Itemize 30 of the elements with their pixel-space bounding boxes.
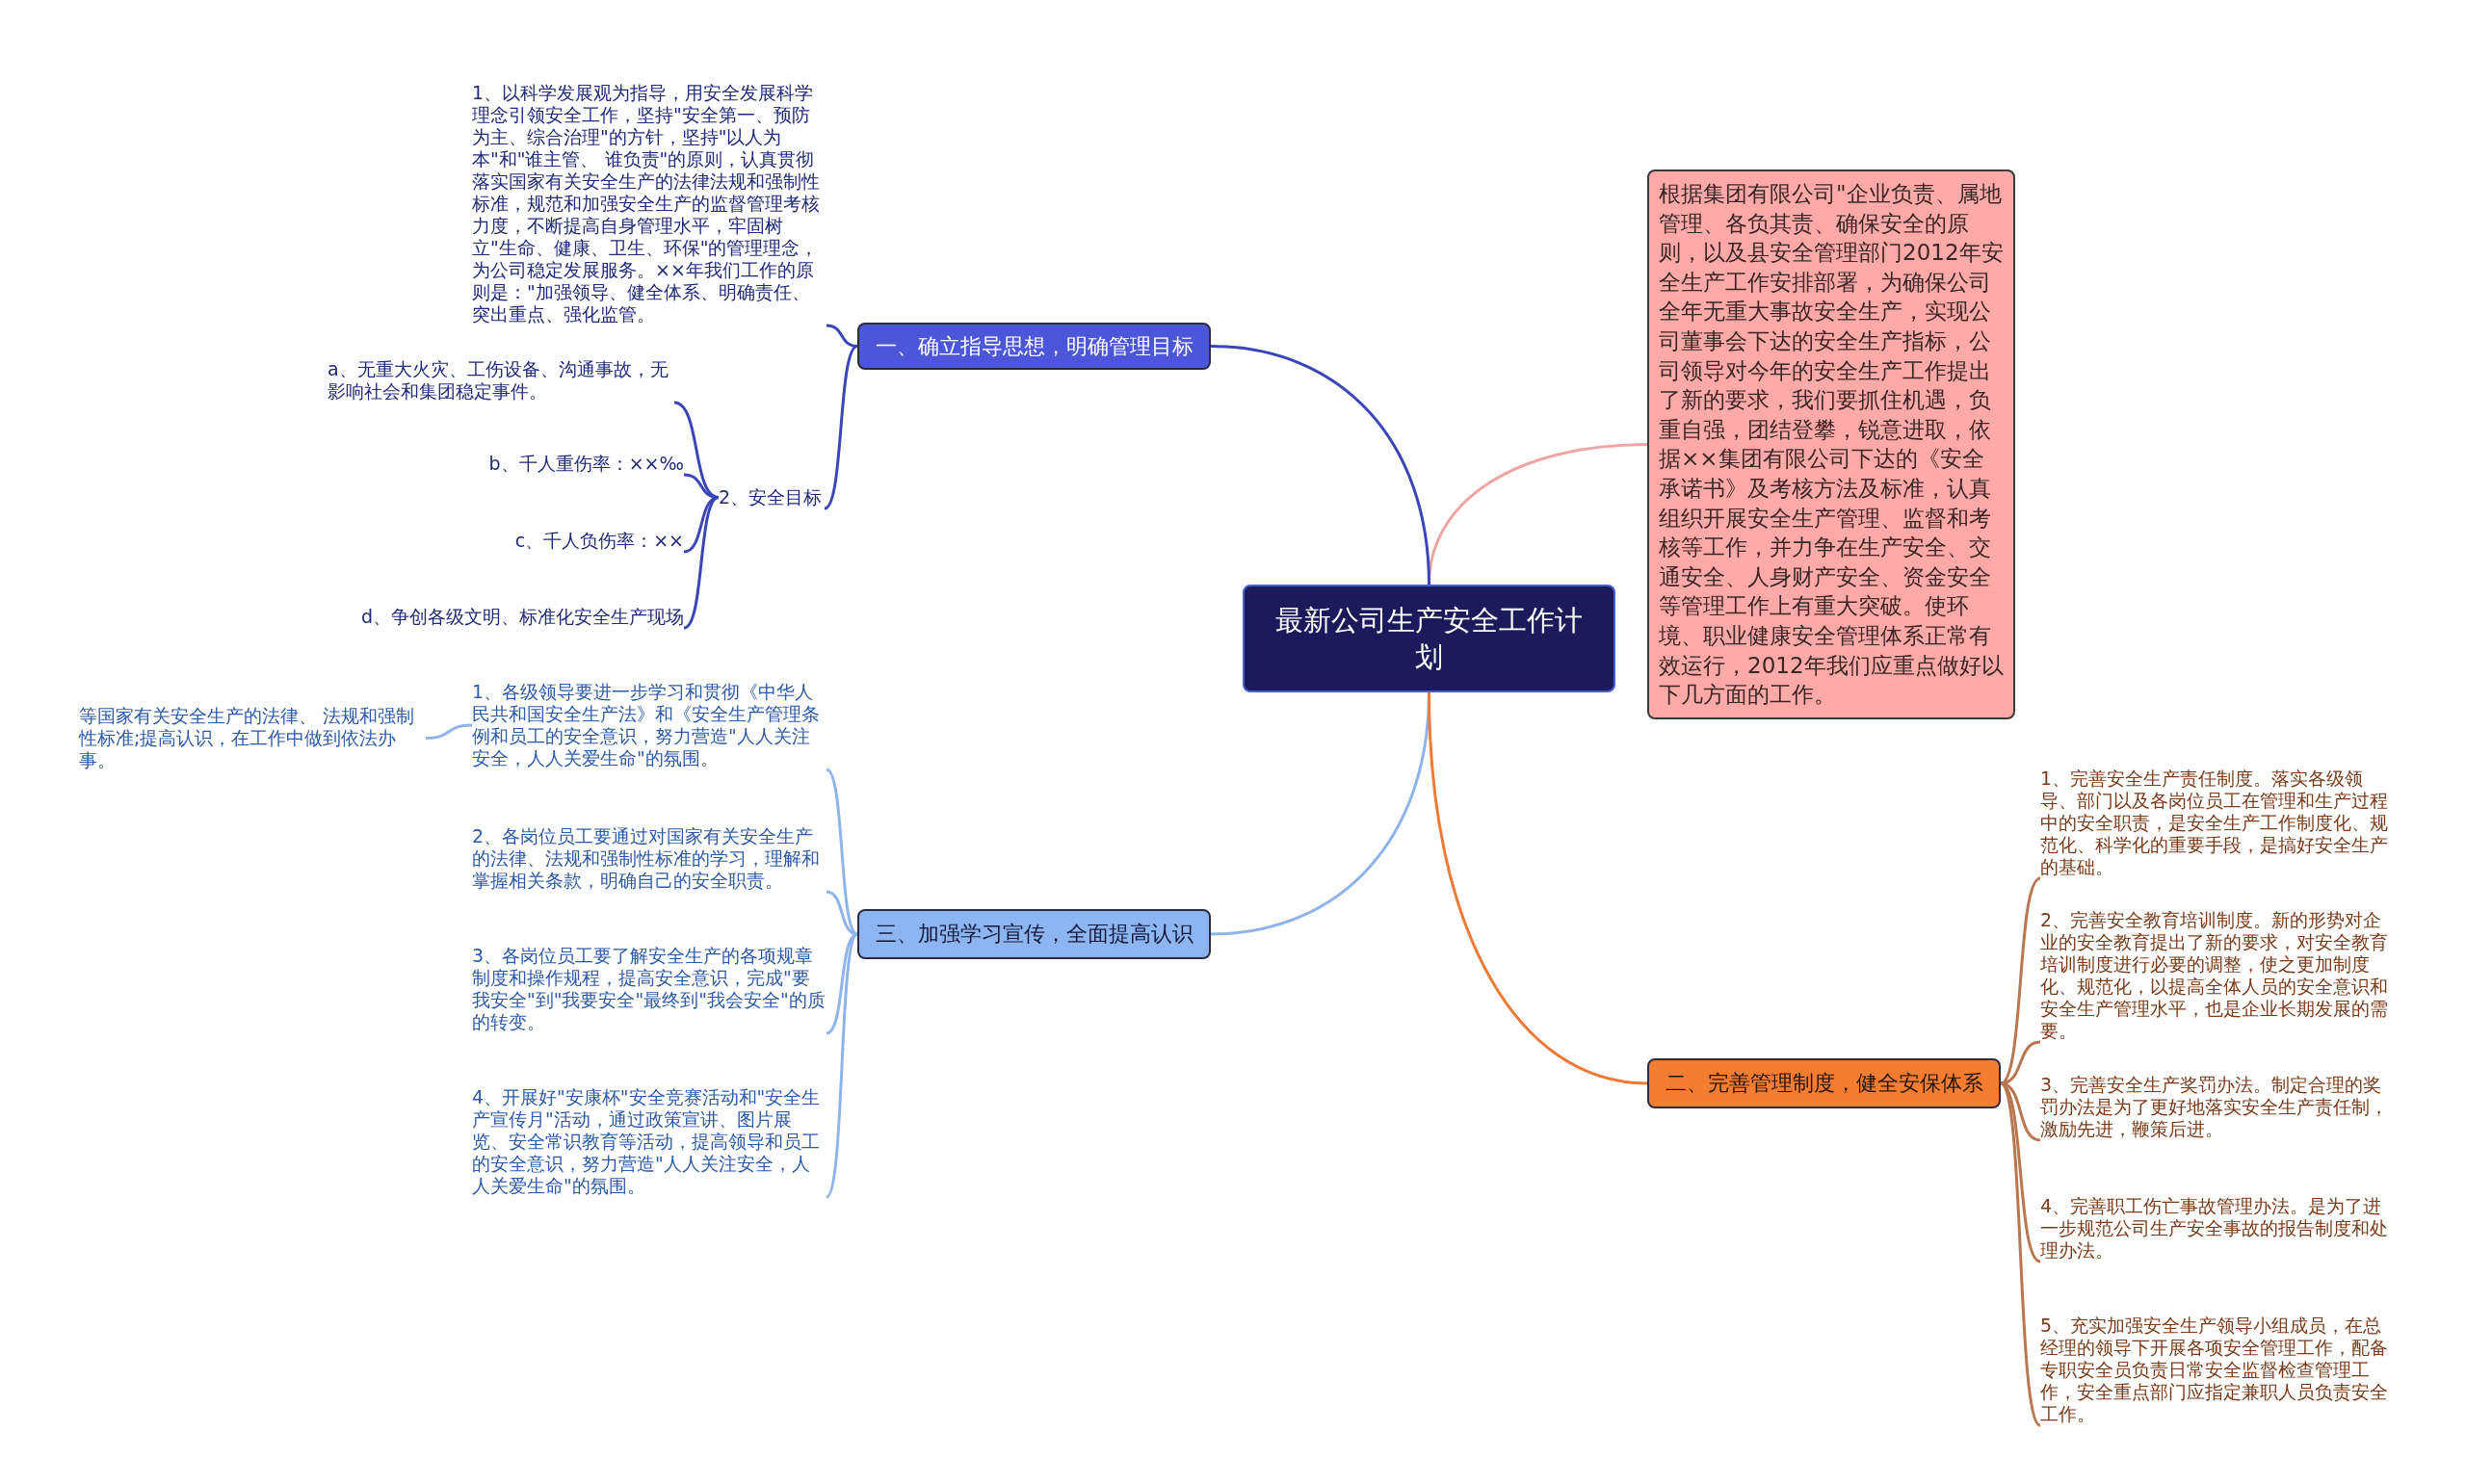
paragraph: 1、完善安全生产责任制度。落实各级领导、部门以及各岗位员工在管理和生产过程中的安全职责，是安全生产工作制度化、规范化、科学化的重要手段，是搞好安全生产的基础。 bbox=[2040, 768, 2395, 878]
connector bbox=[425, 723, 473, 740]
paragraph: 4、开展好"安康杯"安全竞赛活动和"安全生产宣传月"活动，通过政策宣讲、图片展览、安全常识教育等活动，提高领导和员工的安全意识，努力营造"人人关注安全，人人关爱生命"的氛围。 bbox=[472, 1086, 826, 1197]
paragraph: 1、以科学发展观为指导，用安全发展科学理念引领安全工作，坚持"安全第一、预防为主、综合治理"的方针，坚持"以人为本"和"谁主管、 谁负责"的原则，认真贯彻落实国家有关安全生产的法律法规和强制性标准，规范和加强安全生产的监督管理考核力度，不断提高自身管理水平，牢固树立"生命、健康、卫生、环保"的管理理念，为公司稳定发展服务。××年我们工作的原则是："加强领导、健全体系、明确责任、突出重点、强化监管。 bbox=[472, 82, 826, 325]
paragraph: d、争创各级文明、标准化安全生产现场 bbox=[328, 606, 684, 628]
paragraph: b、千人重伤率：××‰ bbox=[482, 453, 684, 475]
connector bbox=[1428, 691, 1648, 1085]
paragraph: c、千人负伤率：×× bbox=[501, 530, 684, 552]
connector bbox=[1999, 1082, 2042, 1426]
paragraph: 1、各级领导要进一步学习和贯彻《中华人民共和国安全生产法》和《安全生产管理条例和员工的安全意识，努力营造"人人关注安全，人人关爱生命"的氛围。 bbox=[472, 681, 826, 769]
connector bbox=[824, 345, 858, 510]
paragraph: 2、安全目标 bbox=[719, 486, 825, 508]
topic-box: 三、加强学习宣传，全面提高认识 bbox=[857, 909, 1211, 959]
paragraph: 2、完善安全教育培训制度。新的形势对企业的安全教育提出了新的要求，对安全教育培训制度进行必要的调整，使之更加制度化、规范化，以提高全体人员的安全意识和安全生产管理水平，也是企业长期发展的需要。 bbox=[2040, 909, 2395, 1042]
connector bbox=[826, 324, 858, 348]
paragraph: a、无重大火灾、工伤设备、沟通事故，无影响社会和集团稳定事件。 bbox=[328, 358, 674, 403]
paragraph: 5、充实加强安全生产领导小组成员，在总经理的领导下开展各项安全管理工作，配备专职安全员负责日常安全监督检查管理工作，安全重点部门应指定兼职人员负责安全工作。 bbox=[2040, 1315, 2395, 1425]
paragraph: 3、完善安全生产奖罚办法。制定合理的奖罚办法是为了更好地落实安全生产责任制，激励先进，鞭策后进。 bbox=[2040, 1074, 2395, 1140]
topic-box: 一、确立指导思想，明确管理目标 bbox=[857, 323, 1211, 370]
topic-box: 二、完善管理制度，健全安保体系 bbox=[1647, 1058, 2001, 1108]
paragraph: 4、完善职工伤亡事故管理办法。是为了进一步规范公司生产安全事故的报告制度和处理办法。 bbox=[2040, 1195, 2395, 1262]
connector bbox=[683, 496, 720, 630]
connector bbox=[683, 496, 720, 554]
paragraph: 2、各岗位员工要通过对国家有关安全生产的法律、法规和强制性标准的学习，理解和掌握相关条款，明确自己的安全职责。 bbox=[472, 825, 826, 892]
note-box: 根据集团有限公司"企业负责、属地管理、各负其责、确保安全的原则，以及县安全管理部门2012年安全生产工作安排部署，为确保公司全年无重大事故安全生产，实现公司董事会下达的安全生产指标，公司领导对今年的安全生产工作提出了新的要求，我们要抓住机遇，负重自强，团结登攀，锐意进取，依据××集团有限公司下达的《安全承诺书》及考核方法及标准，认真组织开展安全生产管理、监督和考核等工作，并力争在生产安全、交通安全、人身财产安全、资金安全等管理工作上有重大突破。使环境、职业健康安全管理体系正常有效运行，2012年我们应重点做好以下几方面的工作。 bbox=[1647, 169, 2015, 719]
paragraph: 等国家有关安全生产的法律、 法规和强制性标准;提高认识，在工作中做到依法办事。 bbox=[79, 705, 426, 771]
connector bbox=[1210, 345, 1430, 586]
paragraph: 3、各岗位员工要了解安全生产的各项规章制度和操作规程，提高安全意识，完成"要我安全"到"我要安全"最终到"我会安全"的质的转变。 bbox=[472, 945, 826, 1033]
central-topic-box: 最新公司生产安全工作计划 bbox=[1243, 585, 1615, 692]
connector bbox=[825, 933, 859, 1198]
